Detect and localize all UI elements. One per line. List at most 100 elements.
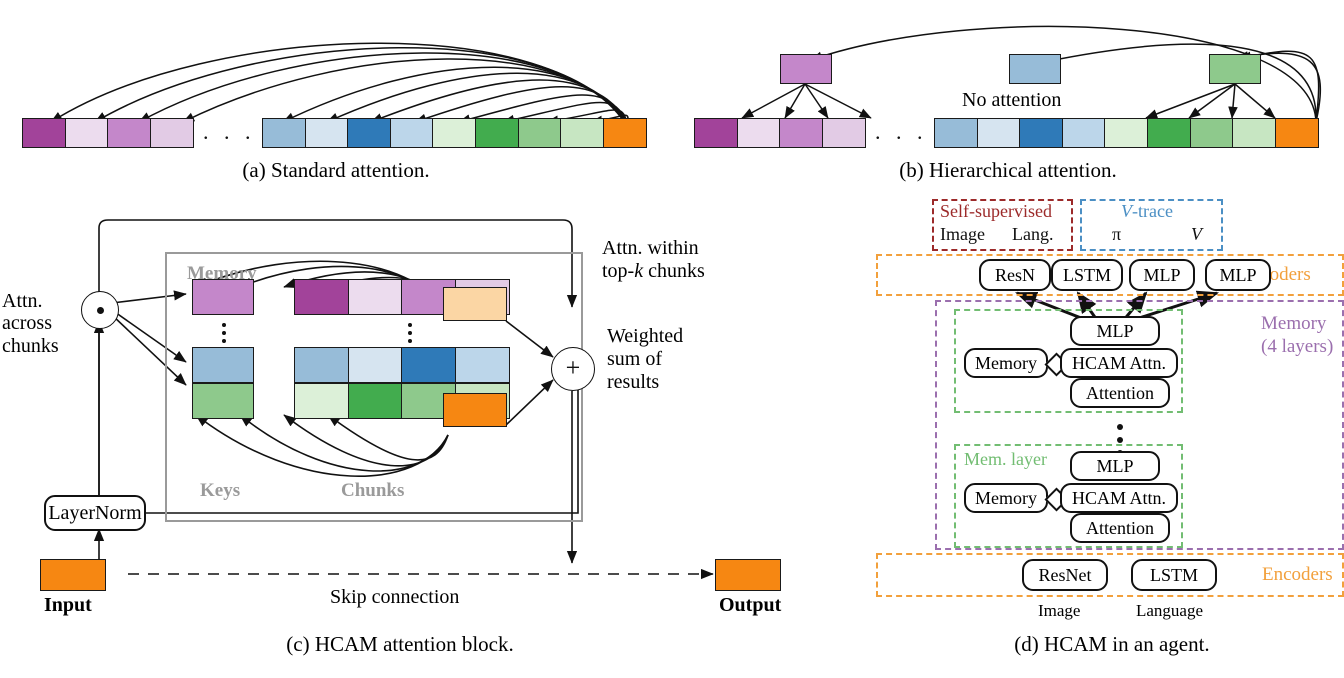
panel-b-arrows — [741, 25, 1322, 123]
sequence-cell — [821, 118, 866, 148]
panel-standard-attention: . . . (a) Standard attention. — [0, 0, 672, 200]
attn-within-line-1: Attn. within — [602, 237, 699, 259]
panel-b-summary-purple — [780, 54, 832, 84]
output-label: Output — [719, 594, 782, 616]
result-chunk-orange — [443, 393, 507, 427]
dot-product-operator — [81, 291, 119, 329]
sequence-cell — [1147, 118, 1192, 148]
sequence-cell — [347, 347, 403, 383]
key-chunk-purple — [192, 279, 254, 315]
caption-d: (d) HCAM in an agent. — [1014, 632, 1210, 656]
weighted-sum-line-1: Weighted — [607, 325, 684, 347]
key-chunk-blue — [192, 347, 254, 383]
attn-across-line-1: Attn. — [2, 290, 43, 312]
panel-hierarchical-attention: No attention . . . (b) Hierarchical atte… — [672, 0, 1344, 200]
keys-vertical-ellipsis — [212, 319, 236, 347]
sequence-cell — [389, 118, 434, 148]
panel-hcam-attention-block: Memory Keys Chunks Attn. across chunks +… — [0, 195, 830, 678]
caption-b: (b) Hierarchical attention. — [899, 158, 1117, 182]
mem-layer-top-memory[interactable]: Memory — [964, 348, 1048, 378]
sequence-cell — [1061, 118, 1106, 148]
layernorm-node[interactable]: LayerNorm — [44, 495, 146, 531]
sequence-cell — [736, 118, 781, 148]
decoder-node-mlp-value[interactable]: MLP — [1205, 259, 1271, 291]
output-block — [715, 559, 781, 591]
mem-layer-bottom-mlp[interactable]: MLP — [1070, 451, 1160, 481]
sequence-cell — [149, 118, 194, 148]
self-supervised-title: Self-supervised — [940, 201, 1052, 221]
sequence-cell — [294, 347, 349, 383]
weighted-sum-line-2: sum of — [607, 348, 662, 370]
mem-layer-bottom-hcam-attn[interactable]: HCAM Attn. — [1060, 483, 1178, 513]
sequence-cell — [1232, 118, 1277, 148]
encoders-group-label: Encoders — [1262, 564, 1333, 585]
sequence-cell — [294, 383, 349, 419]
panel-b-summary-green — [1209, 54, 1261, 84]
sequence-cell — [262, 118, 306, 148]
panel-b-sequence-right — [934, 118, 1319, 148]
attn-within-line-2: top-k chunks — [602, 260, 705, 282]
weighted-sum-line-3: results — [607, 371, 660, 393]
mem-layer-box-bottom — [954, 444, 1183, 548]
mem-layer-top-attention[interactable]: Attention — [1070, 378, 1170, 408]
memory-group-box — [935, 300, 1344, 550]
sequence-cell — [304, 118, 349, 148]
mem-layer-label: Mem. layer — [964, 449, 1047, 469]
v-trace-item-pi: π — [1112, 224, 1122, 244]
key-chunk-green — [192, 383, 254, 419]
input-label: Input — [44, 594, 92, 616]
memory-label: Memory — [187, 263, 257, 284]
keys-label: Keys — [200, 480, 241, 501]
decoder-node-mlp-policy[interactable]: MLP — [1129, 259, 1195, 291]
sequence-cell — [475, 118, 520, 148]
sequence-cell — [694, 118, 738, 148]
v-trace-italic-v: V — [1121, 201, 1132, 221]
encoder-node-resnet[interactable]: ResNet — [1022, 559, 1108, 591]
result-chunk-pale-orange — [443, 287, 507, 321]
panel-c-wires — [93, 219, 714, 580]
sequence-cell — [560, 118, 605, 148]
memory-group-label-line2: (4 layers) — [1261, 336, 1334, 357]
mem-layer-bottom-memory[interactable]: Memory — [964, 483, 1048, 513]
sequence-cell — [64, 118, 109, 148]
weighted-sum-operator: + — [551, 347, 595, 391]
chunks-vertical-ellipsis — [398, 319, 422, 347]
sequence-cell — [1274, 118, 1319, 148]
self-supervised-item-image: Image — [940, 224, 985, 244]
mem-layer-bottom-attention[interactable]: Attention — [1070, 513, 1170, 543]
v-trace-box — [1080, 199, 1223, 251]
caption-a: (a) Standard attention. — [242, 158, 430, 182]
encoders-group-box — [876, 553, 1344, 597]
encoder-input-label-image: Image — [1038, 601, 1081, 620]
caption-c: (c) HCAM attention block. — [286, 632, 514, 656]
attn-across-chunks-label: Attn. across chunks — [2, 290, 59, 357]
sequence-cell — [22, 118, 66, 148]
sequence-cell — [454, 347, 510, 383]
mem-layer-top-hcam-attn[interactable]: HCAM Attn. — [1060, 348, 1178, 378]
weighted-sum-label: Weighted sum of results — [607, 325, 683, 394]
sequence-cell — [976, 118, 1021, 148]
mem-layer-top-mlp[interactable]: MLP — [1070, 316, 1160, 346]
panel-a-sequence-right — [262, 118, 647, 148]
panel-a-sequence-left — [22, 118, 194, 148]
panel-a-ellipsis: . . . — [203, 119, 256, 144]
panel-b-summary-blue — [1009, 54, 1061, 84]
self-supervised-item-lang: Lang. — [1012, 224, 1054, 244]
panel-b-no-attention-label: No attention — [962, 89, 1062, 111]
sequence-cell — [517, 118, 562, 148]
encoder-input-label-language: Language — [1136, 601, 1204, 620]
encoder-node-lstm[interactable]: LSTM — [1131, 559, 1217, 591]
decoder-node-resn[interactable]: ResN — [979, 259, 1051, 291]
memory-group-label-line1: Memory — [1261, 313, 1327, 334]
dot-glyph — [96, 306, 104, 314]
sequence-cell — [347, 383, 403, 419]
sequence-cell — [432, 118, 477, 148]
sequence-cell — [1104, 118, 1149, 148]
v-trace-item-v: V — [1191, 224, 1202, 244]
attn-within-topk-label: Attn. within top-k chunks — [602, 237, 705, 283]
attn-across-line-2: across — [2, 312, 52, 335]
decoder-node-lstm[interactable]: LSTM — [1051, 259, 1123, 291]
sequence-cell — [1189, 118, 1234, 148]
sequence-cell — [294, 279, 349, 315]
v-trace-title: V-trace — [1121, 201, 1173, 221]
